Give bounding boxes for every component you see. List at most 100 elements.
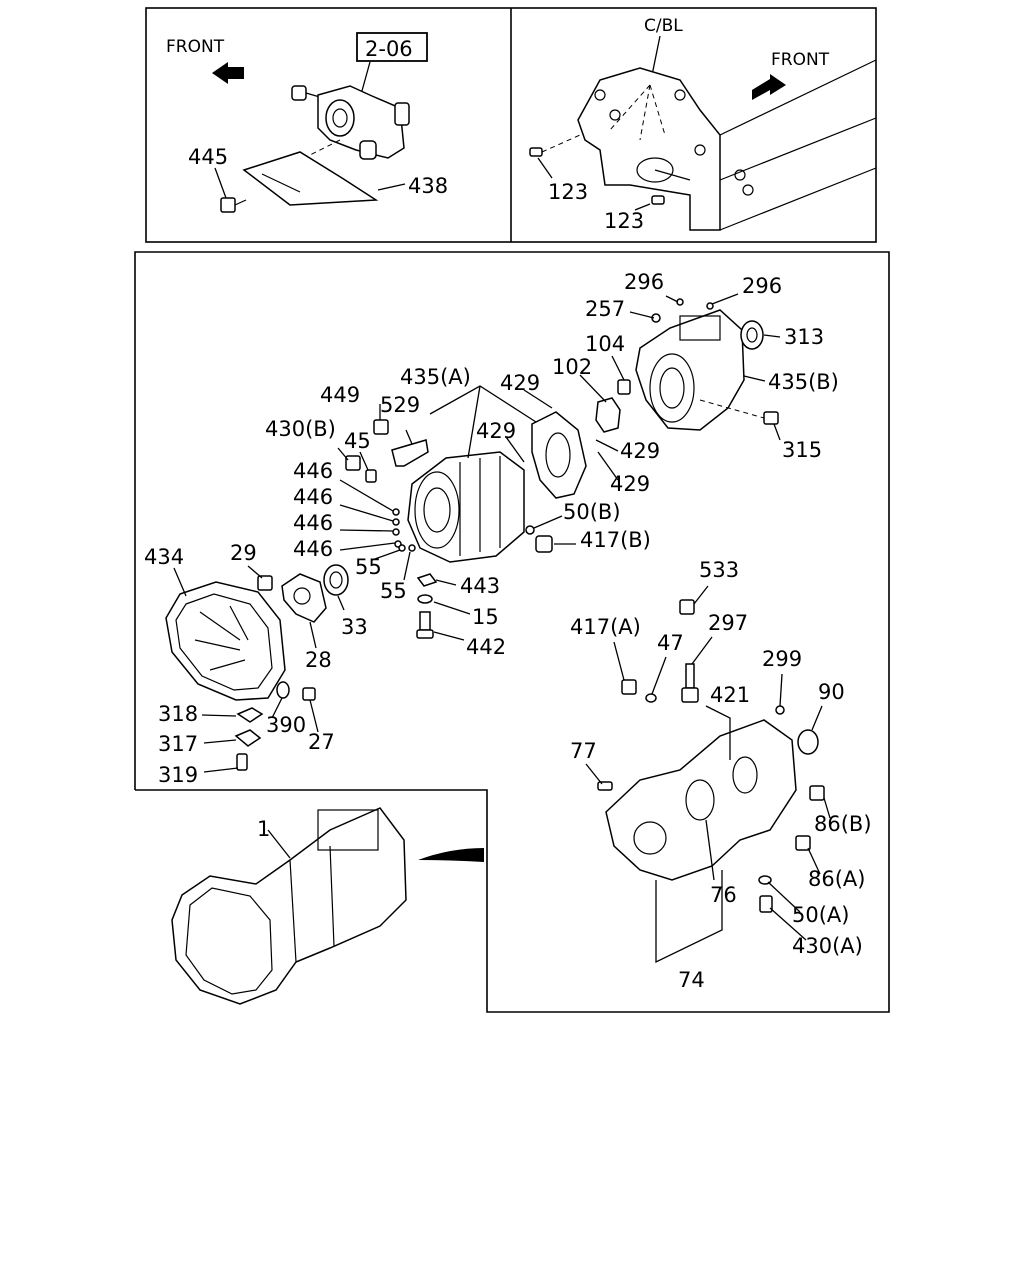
callout-labels: 296 296 257 313 104 102 435(B) 435(A) 42… (144, 270, 872, 992)
callout-123-upper: 123 (548, 180, 588, 204)
callout-417a: 417(A) (570, 615, 641, 639)
ref-box (356, 32, 428, 62)
callout-421: 421 (710, 683, 750, 707)
dowel-pin-upper-part (529, 147, 543, 157)
extension-housing-435b-part (635, 309, 745, 431)
callout-257: 257 (585, 297, 625, 321)
transmission-case-435a-part (407, 451, 525, 563)
bolt-430a-part (759, 895, 773, 913)
bolt-449-part (373, 419, 389, 435)
plug-90-part (797, 729, 819, 755)
callout-27: 27 (308, 730, 335, 754)
gasket-102-part (595, 397, 621, 433)
washer-47-part (645, 693, 657, 703)
oil-seal-313-part (740, 320, 764, 350)
callout-318: 318 (158, 702, 198, 726)
top-right-panel: C/BL FRONT 123 123 (529, 16, 877, 233)
callout-442: 442 (466, 635, 506, 659)
pointer-wedge (418, 848, 484, 862)
callout-33: 33 (341, 615, 368, 639)
callout-390: 390 (266, 713, 306, 737)
callout-529: 529 (380, 393, 420, 417)
callout-50a: 50(A) (792, 903, 849, 927)
top-left-panel: FRONT 2-06 445 438 (166, 32, 448, 213)
callout-430a: 430(A) (792, 934, 863, 958)
callout-76: 76 (710, 883, 737, 907)
callout-55-upper: 55 (355, 555, 382, 579)
bolt-430b-part (345, 455, 361, 471)
pin-55-upper-part (398, 544, 406, 552)
bolt-417b-part (535, 535, 553, 553)
callout-319: 319 (158, 763, 198, 787)
callout-29: 29 (230, 541, 257, 565)
bolt-86a-part (795, 835, 811, 851)
intermediate-plate-part (531, 411, 587, 499)
clutch-slave-cylinder-part (291, 85, 410, 161)
bolt-442-part (416, 611, 434, 639)
release-bearing-28-part (281, 573, 327, 623)
callout-102: 102 (552, 355, 592, 379)
cover-318-part (236, 707, 264, 723)
leader-lines (173, 293, 831, 964)
callout-15: 15 (472, 605, 499, 629)
callout-90: 90 (818, 680, 845, 704)
plug-446-3-part (392, 528, 400, 536)
bolt-319-part (236, 753, 248, 771)
callout-446-2: 446 (293, 485, 333, 509)
callout-429-a: 429 (500, 371, 540, 395)
bolt-86b-part (809, 785, 825, 801)
callout-533: 533 (699, 558, 739, 582)
dowel-pin-lower-part (651, 195, 665, 205)
callout-446-4: 446 (293, 537, 333, 561)
callout-299: 299 (762, 647, 802, 671)
plug-299-part (775, 705, 785, 715)
callout-417b: 417(B) (580, 528, 651, 552)
callout-104: 104 (585, 332, 625, 356)
callout-47: 47 (657, 631, 684, 655)
cover-317-part (234, 729, 262, 747)
ref-box-label: 2-06 (365, 37, 413, 61)
callout-45: 45 (344, 429, 371, 453)
bolt-27-part (302, 687, 316, 701)
bracket-438-part (242, 151, 379, 206)
callout-430b: 430(B) (265, 417, 336, 441)
callout-297: 297 (708, 611, 748, 635)
clutch-housing-434-part (165, 581, 286, 701)
front-label-left: FRONT (166, 37, 225, 57)
bracket-529-part (391, 439, 429, 467)
bolt-29-part (257, 575, 273, 591)
callout-28: 28 (305, 648, 332, 672)
callout-435a: 435(A) (400, 365, 471, 389)
callout-446-1: 446 (293, 459, 333, 483)
engine-block-part (577, 59, 877, 231)
switch-297-part (681, 663, 699, 703)
bolt-315-part (763, 411, 779, 425)
callout-86a: 86(A) (808, 867, 865, 891)
transfer-case-74-part (605, 719, 797, 881)
pin-77-part (597, 781, 613, 791)
plug-104-part (617, 379, 631, 395)
callout-123-lower: 123 (604, 209, 644, 233)
plug-446-1-part (392, 508, 400, 516)
callout-449: 449 (320, 383, 360, 407)
callout-434: 434 (144, 545, 184, 569)
callout-74: 74 (678, 968, 705, 992)
callout-317: 317 (158, 732, 198, 756)
callout-315: 315 (782, 438, 822, 462)
pin-45-part (365, 469, 377, 483)
callout-55-lower: 55 (380, 579, 407, 603)
callout-86b: 86(B) (814, 812, 872, 836)
front-arrow-right-icon (752, 74, 786, 100)
callout-50b: 50(B) (563, 500, 621, 524)
pin-55-lower-part (408, 544, 416, 552)
front-label-right: FRONT (771, 50, 830, 70)
callout-429-b: 429 (476, 419, 516, 443)
plug-446-2-part (392, 518, 400, 526)
transmission-assembly-1-part (171, 807, 407, 1005)
callout-77: 77 (570, 739, 597, 763)
callout-443: 443 (460, 574, 500, 598)
callout-438: 438 (408, 174, 448, 198)
callout-429-d: 429 (610, 472, 650, 496)
callout-445: 445 (188, 145, 228, 169)
